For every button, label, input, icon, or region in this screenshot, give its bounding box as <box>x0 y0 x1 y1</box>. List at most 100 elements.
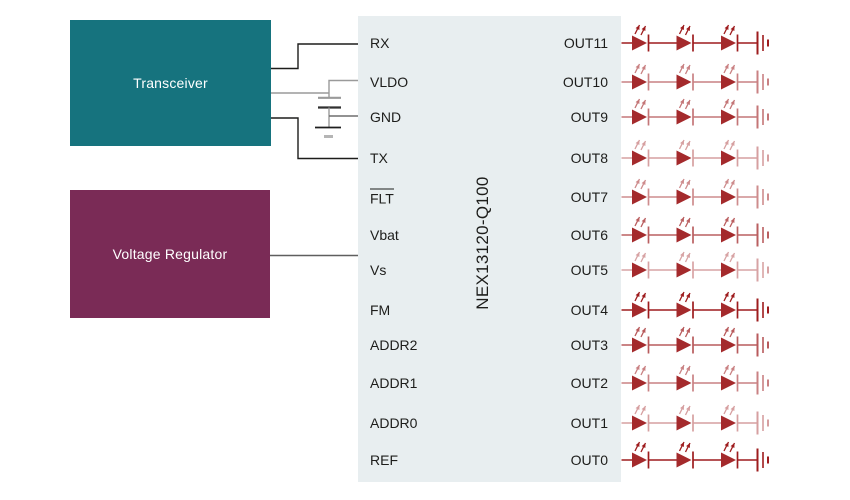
led-triangle <box>721 109 736 125</box>
led-string-strokes <box>621 139 769 170</box>
led-triangle <box>676 452 692 468</box>
pin-label-out8: OUT8 <box>500 151 608 165</box>
emission-arrowhead <box>730 328 735 333</box>
led-triangle <box>676 35 692 51</box>
voltage-regulator-label: Voltage Regulator <box>112 246 228 262</box>
emission-arrow <box>678 404 685 415</box>
led-string-out1 <box>621 404 769 435</box>
led-string-out10 <box>621 63 769 94</box>
pin-label-text: OUT7 <box>570 189 608 205</box>
led-triangle <box>632 415 647 431</box>
emission-arrowhead <box>641 180 646 185</box>
led-triangle <box>721 375 736 391</box>
pin-label-out0: OUT0 <box>500 453 608 467</box>
led-string-strokes <box>621 291 769 322</box>
led-triangle <box>676 74 692 90</box>
pin-label-ref: REF <box>370 453 398 467</box>
emission-arrow <box>634 251 641 262</box>
emission-arrowhead <box>724 327 729 332</box>
led-triangle <box>676 109 692 125</box>
emission-arrowhead <box>730 293 735 298</box>
emission-arrowhead <box>641 406 646 411</box>
pin-label-text: OUT11 <box>563 35 608 51</box>
led-triangle <box>632 375 647 391</box>
pin-label-out5: OUT5 <box>500 263 608 277</box>
led-triangle <box>632 150 647 166</box>
led-triangle <box>721 415 736 431</box>
pin-label-flt: FLT <box>370 188 394 206</box>
emission-arrow <box>684 252 691 263</box>
emission-arrowhead <box>730 443 735 448</box>
emission-arrowhead <box>686 218 690 223</box>
emission-arrow <box>678 139 685 150</box>
pin-label-out11: OUT11 <box>500 36 608 50</box>
emission-arrowhead <box>730 218 735 223</box>
emission-arrowhead <box>641 293 646 298</box>
pin-label-text: OUT4 <box>570 302 608 318</box>
led-triangle <box>721 189 736 205</box>
pin-label-addr1: ADDR1 <box>370 376 417 390</box>
pin-label-out2: OUT2 <box>500 376 608 390</box>
emission-arrowhead <box>724 217 729 222</box>
emission-arrowhead <box>635 327 640 332</box>
led-string-out6 <box>621 216 769 247</box>
emission-arrowhead <box>635 179 640 184</box>
emission-arrowhead <box>680 99 684 104</box>
pin-label-out6: OUT6 <box>500 228 608 242</box>
led-triangle <box>632 452 647 468</box>
led-triangle <box>676 262 692 278</box>
transceiver-label: Transceiver <box>133 75 208 91</box>
led-triangle <box>676 415 692 431</box>
pin-label-text: OUT2 <box>570 375 608 391</box>
emission-arrowhead <box>635 252 640 257</box>
led-string-out7 <box>621 178 769 209</box>
emission-arrow <box>723 404 730 415</box>
emission-arrowhead <box>635 25 640 30</box>
ic-block <box>358 16 621 482</box>
emission-arrowhead <box>635 140 640 145</box>
emission-arrow <box>723 251 730 262</box>
emission-arrowhead <box>730 253 735 258</box>
emission-arrowhead <box>641 366 646 371</box>
emission-arrowhead <box>686 141 690 146</box>
pin-label-text: OUT6 <box>570 227 608 243</box>
emission-arrowhead <box>730 65 735 70</box>
emission-arrowhead <box>641 328 646 333</box>
emission-arrowhead <box>641 100 646 105</box>
emission-arrowhead <box>641 141 646 146</box>
led-triangle <box>632 302 647 318</box>
emission-arrowhead <box>724 365 729 370</box>
emission-arrowhead <box>641 65 646 70</box>
emission-arrow <box>678 251 685 262</box>
pin-label-text: Vs <box>370 262 387 278</box>
pin-label-out7: OUT7 <box>500 190 608 204</box>
pin-label-vs: Vs <box>370 263 386 277</box>
emission-arrowhead <box>635 217 640 222</box>
emission-arrow <box>729 405 736 416</box>
emission-arrowhead <box>686 100 690 105</box>
led-triangle <box>721 302 736 318</box>
led-triangle <box>676 150 692 166</box>
pin-label-addr0: ADDR0 <box>370 416 417 430</box>
led-triangle <box>676 375 692 391</box>
pin-label-text: OUT1 <box>570 415 608 431</box>
led-string-strokes <box>621 251 769 282</box>
emission-arrowhead <box>724 442 729 447</box>
led-triangle <box>632 189 647 205</box>
led-triangle <box>721 227 736 243</box>
pin-label-text: OUT3 <box>570 337 608 353</box>
emission-arrowhead <box>641 253 646 258</box>
pin-label-text: Vbat <box>370 227 399 243</box>
led-triangle <box>632 35 647 51</box>
pin-label-text: OUT8 <box>570 150 608 166</box>
ic-part-number: NEX13120-Q100 <box>473 176 492 310</box>
emission-arrow <box>684 140 691 151</box>
led-triangle <box>676 337 692 353</box>
emission-arrowhead <box>730 26 735 31</box>
led-triangle <box>676 227 692 243</box>
pin-label-text: ADDR2 <box>370 337 418 353</box>
emission-arrowhead <box>724 140 729 145</box>
led-string-out3 <box>621 326 769 357</box>
